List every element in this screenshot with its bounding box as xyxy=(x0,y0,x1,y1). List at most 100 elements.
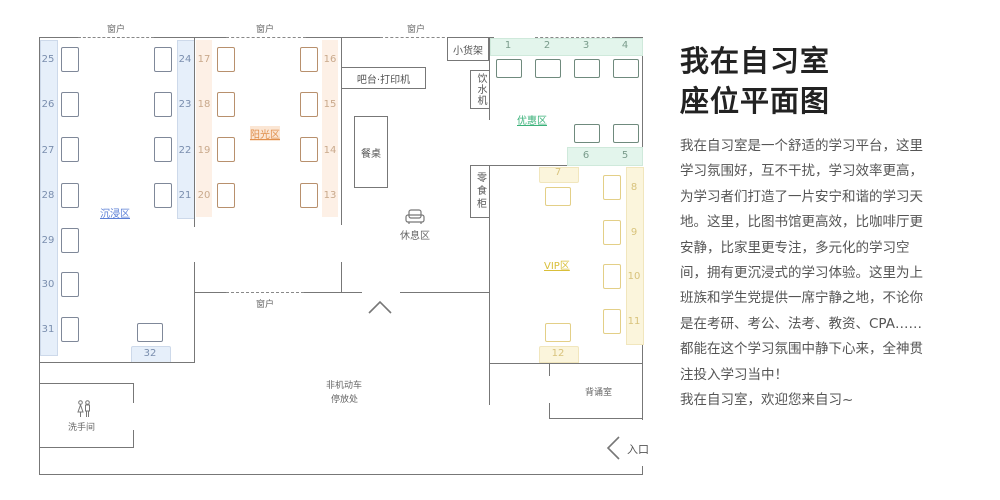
desk[interactable] xyxy=(574,59,600,78)
wall-discount-left xyxy=(489,37,490,120)
seat-number: 1 xyxy=(504,40,512,51)
desk[interactable] xyxy=(61,92,79,117)
description-line: 为学习者们打造了一片安宁和谐的学习天 xyxy=(680,188,923,205)
wall-immersive-divider-lower xyxy=(194,262,195,362)
seat-number: 3 xyxy=(582,40,590,51)
seat-number: 21 xyxy=(178,190,192,201)
page-title-line2: 座位平面图 xyxy=(680,84,831,118)
discount-seat-strip-top xyxy=(490,38,643,56)
seat-number: 29 xyxy=(41,235,55,246)
wall-top-1 xyxy=(39,37,78,38)
seat-number: 18 xyxy=(197,99,211,110)
desk[interactable] xyxy=(137,323,163,342)
description-line: 都能在这个学习氛围中静下心来，全神贯 xyxy=(680,341,923,358)
window-label: 窗户 xyxy=(107,25,126,35)
description-line: 地。这里，比图书馆更高效，比咖啡厅更 xyxy=(680,214,923,231)
window-label: 窗户 xyxy=(407,25,426,35)
desk[interactable] xyxy=(300,47,318,72)
bike-parking-label-1: 非机动车 xyxy=(326,381,363,391)
wall-right-lower xyxy=(642,345,643,420)
desk[interactable] xyxy=(545,323,571,342)
page-title-line1: 我在自习室 xyxy=(680,44,831,78)
desk[interactable] xyxy=(61,47,79,72)
desk[interactable] xyxy=(217,47,235,72)
window-middle xyxy=(226,292,304,293)
wall-recitation-left xyxy=(549,363,550,376)
desk[interactable] xyxy=(496,59,522,78)
desk[interactable] xyxy=(574,124,600,143)
seat-number: 30 xyxy=(41,279,55,290)
discount-seat-strip-bottom xyxy=(567,147,643,166)
window-2 xyxy=(226,37,306,38)
wall-middle-1 xyxy=(194,292,226,293)
sofa-icon xyxy=(405,209,425,224)
vip-seat-strip-top xyxy=(539,167,579,183)
immersive-seat-strip-left xyxy=(40,40,58,356)
recitation-room-label: 背诵室 xyxy=(585,388,613,398)
desk[interactable] xyxy=(217,137,235,162)
seat-number: 10 xyxy=(627,271,641,282)
zone-label-discount: 优惠区 xyxy=(517,116,547,127)
seat-number: 2 xyxy=(543,40,551,51)
dining-table-label: 餐桌 xyxy=(361,148,381,160)
seat-number: 26 xyxy=(41,99,55,110)
bar-printer: 吧台·打印机 xyxy=(341,67,426,89)
desk[interactable] xyxy=(217,92,235,117)
seat-number: 16 xyxy=(323,54,337,65)
desk[interactable] xyxy=(61,183,79,208)
wall-immersive-divider xyxy=(194,37,195,227)
seat-number: 20 xyxy=(197,190,211,201)
seat-number: 14 xyxy=(323,145,337,156)
sunshine-seat-strip-right xyxy=(322,40,338,217)
window-label: 窗户 xyxy=(256,300,275,310)
desk[interactable] xyxy=(61,228,79,253)
description-line: 安静，比家里更专注，多元化的学习空 xyxy=(680,239,910,256)
desk[interactable] xyxy=(154,137,172,162)
desk[interactable] xyxy=(300,183,318,208)
desk[interactable] xyxy=(61,317,79,342)
window-4 xyxy=(535,37,615,38)
snack-cabinet: 零食柜 xyxy=(470,165,490,218)
desk[interactable] xyxy=(154,92,172,117)
desk[interactable] xyxy=(61,272,79,297)
seat-number: 23 xyxy=(178,99,192,110)
wall-middle-3 xyxy=(400,292,490,293)
desk[interactable] xyxy=(603,264,621,289)
desk[interactable] xyxy=(603,309,621,334)
seat-number: 6 xyxy=(582,150,590,161)
desk[interactable] xyxy=(61,137,79,162)
desk[interactable] xyxy=(613,59,639,78)
desk[interactable] xyxy=(300,137,318,162)
window-3 xyxy=(380,37,450,38)
seat-number: 25 xyxy=(41,54,55,65)
wall-left xyxy=(39,37,40,245)
seat-number: 22 xyxy=(178,145,192,156)
seat-number: 32 xyxy=(143,348,157,359)
desk[interactable] xyxy=(217,183,235,208)
desk[interactable] xyxy=(154,183,172,208)
desk[interactable] xyxy=(603,175,621,200)
desk[interactable] xyxy=(613,124,639,143)
zone-label-lounge: 休息区 xyxy=(400,231,430,242)
window-label: 窗户 xyxy=(256,25,275,35)
description-line: 学习氛围好，互不干扰，学习效率更高， xyxy=(680,163,923,180)
seat-number: 11 xyxy=(627,316,641,327)
water-dispenser: 饮水机 xyxy=(470,70,490,109)
desk[interactable] xyxy=(603,220,621,245)
desk[interactable] xyxy=(300,92,318,117)
wall-restroom-right xyxy=(133,383,134,403)
wall-bottom xyxy=(39,474,643,475)
bar-printer-label: 吧台·打印机 xyxy=(356,74,411,86)
desk[interactable] xyxy=(154,47,172,72)
desk[interactable] xyxy=(545,187,571,206)
desk[interactable] xyxy=(535,59,561,78)
seat-number: 31 xyxy=(41,324,55,335)
wall-immersive-bottom xyxy=(39,362,195,363)
wall-right xyxy=(642,37,643,166)
entrance-label: 入口 xyxy=(627,443,649,456)
description-line: 间，拥有更沉浸式的学习体验。这里为上 xyxy=(680,265,923,282)
wall-top-2 xyxy=(154,37,226,38)
water-dispenser-label: 饮水机 xyxy=(475,73,486,106)
shelf: 小货架 xyxy=(447,37,489,61)
wall-middle-stub xyxy=(341,262,342,293)
